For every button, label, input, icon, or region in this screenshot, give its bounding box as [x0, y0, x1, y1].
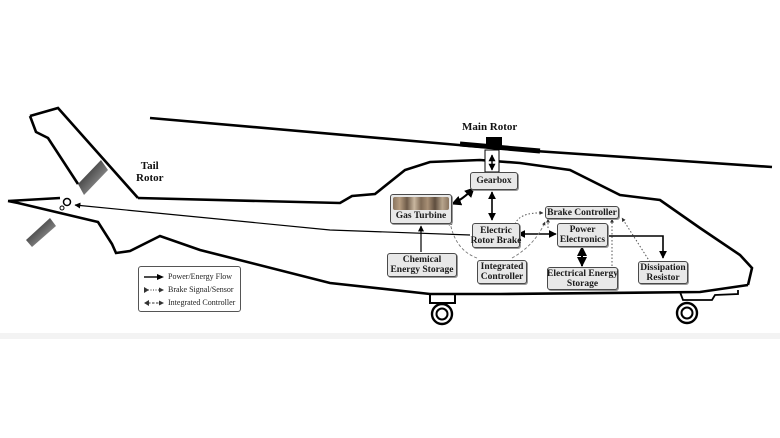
fuselage-outline [7, 106, 754, 304]
gearbox-box: Gearbox [470, 172, 518, 190]
dissipation-label-line2: Resistor [646, 272, 680, 283]
power-flow-lines [74, 149, 667, 267]
dotted-arrow-icon [144, 286, 164, 293]
brake-controller-label: Brake Controller [547, 207, 617, 218]
legend: Power/Energy Flow Brake Signal/Sensor In… [138, 266, 241, 312]
tail-rotor [26, 160, 108, 247]
bottom-separator-band [0, 333, 780, 339]
legend-label: Brake Signal/Sensor [168, 285, 234, 294]
legend-item-power-flow: Power/Energy Flow [143, 270, 236, 283]
legend-label: Power/Energy Flow [168, 272, 233, 281]
tail-rotor-label-line1: Tail [140, 160, 159, 172]
legend-item-integrated-controller: Integrated Controller [143, 296, 236, 309]
integrated-controller-lines [448, 221, 546, 259]
integrated-controller-label-line1: Integrated [480, 262, 524, 272]
nose-landing-wheel [675, 301, 699, 325]
chemical-label-line1: Chemical [402, 255, 442, 265]
tail-rotor-label: Tail Rotor [136, 160, 164, 184]
electrical-storage-label-line2: Storage [566, 278, 599, 289]
gearbox-label: Gearbox [476, 176, 512, 186]
dissipation-label-line1: Dissipation [640, 262, 686, 273]
integrated-controller-box: Integrated Controller [477, 260, 527, 284]
legend-label: Integrated Controller [168, 298, 236, 307]
solid-arrow-icon [144, 273, 164, 280]
electrical-storage-label-line1: Electrical Energy [547, 268, 618, 279]
main-landing-wheel [430, 302, 454, 326]
main-rotor-hub [486, 137, 502, 147]
tail-rotor-label-line2: Rotor [136, 172, 164, 184]
power-electronics-label-line1: Power [569, 225, 596, 235]
power-electronics-label-line2: Electronics [559, 235, 606, 245]
dissipation-resistor-box: Dissipation Resistor [638, 261, 688, 284]
electric-rotor-brake-box: Electric Rotor Brake [470, 223, 522, 248]
gas-turbine-box: Gas Turbine [390, 194, 452, 224]
gas-turbine-photo [393, 197, 449, 210]
brake-controller-box: Brake Controller [545, 206, 619, 219]
gas-turbine-label: Gas Turbine [395, 211, 447, 221]
chemical-energy-storage-box: Chemical Energy Storage [387, 253, 457, 277]
main-rotor-label: Main Rotor [462, 121, 517, 133]
dashed-arrow-icon [144, 299, 164, 306]
legend-item-brake-signal: Brake Signal/Sensor [143, 283, 236, 296]
rotor-brake-label-line1: Electric [480, 225, 512, 236]
electrical-energy-storage-box: Electrical Energy Storage [547, 267, 618, 290]
power-electronics-box: Power Electronics [557, 223, 608, 247]
chemical-label-line2: Energy Storage [390, 265, 454, 275]
main-rotor-label-text: Main Rotor [462, 121, 518, 133]
main-rotor-blade [149, 116, 773, 169]
brake-signal-lines [514, 210, 651, 266]
rotor-brake-label-line2: Rotor Brake [470, 235, 522, 246]
integrated-controller-label-line2: Controller [480, 272, 524, 282]
